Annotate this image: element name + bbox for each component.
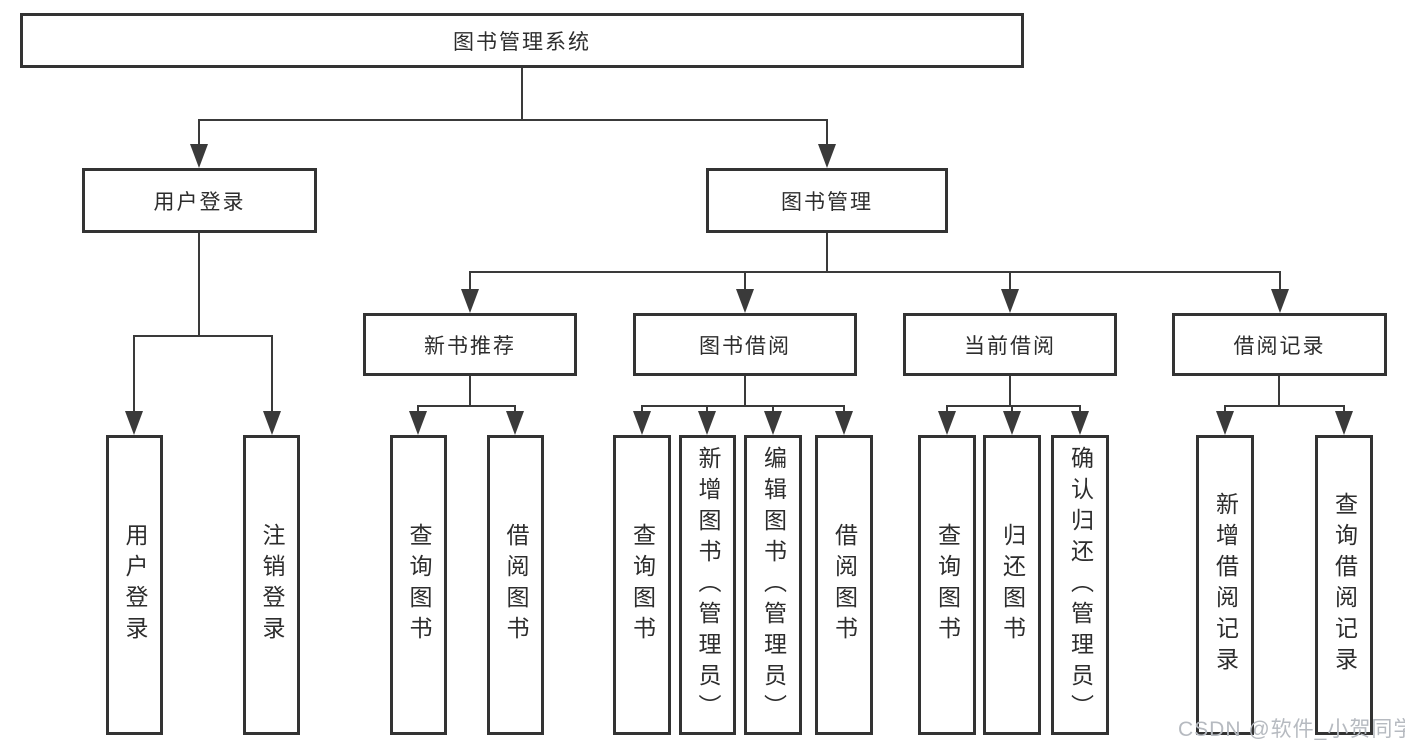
- node-label: 新增借阅记录: [1212, 492, 1239, 678]
- connector-line: [1224, 405, 1345, 407]
- leaf-confirm-return-admin: 确认归还（管理员）: [1051, 435, 1109, 735]
- connector-line: [706, 406, 708, 412]
- connector-line: [417, 406, 419, 412]
- watermark: CSDN @软件_小贺同学: [1178, 718, 1405, 741]
- connector-line: [826, 233, 828, 272]
- arrow-down-icon: [190, 144, 208, 168]
- node-label: 新增图书（管理员）: [695, 445, 721, 725]
- connector-line: [1009, 272, 1011, 290]
- node-borrow-records: 借阅记录: [1172, 313, 1387, 376]
- connector-line: [946, 405, 1081, 407]
- connector-line: [826, 120, 828, 146]
- leaf-query-book-3: 查询图书: [918, 435, 976, 735]
- connector-line: [641, 405, 845, 407]
- connector-line: [469, 272, 471, 290]
- arrow-down-icon: [698, 411, 716, 435]
- arrow-down-icon: [263, 411, 281, 435]
- arrow-down-icon: [1335, 411, 1353, 435]
- connector-line: [744, 272, 746, 290]
- node-label: 用户登录: [122, 523, 148, 647]
- connector-line: [1278, 376, 1280, 406]
- leaf-borrow-book-2: 借阅图书: [815, 435, 873, 735]
- leaf-query-borrow-record: 查询借阅记录: [1315, 435, 1373, 735]
- arrow-down-icon: [506, 411, 524, 435]
- connector-line: [1009, 376, 1011, 406]
- node-label: 借阅记录: [1233, 334, 1326, 358]
- arrow-down-icon: [409, 411, 427, 435]
- leaf-add-borrow-record: 新增借阅记录: [1196, 435, 1254, 735]
- connector-line: [744, 376, 746, 406]
- node-label: 查询图书: [629, 523, 656, 647]
- connector-line: [946, 406, 948, 412]
- arrow-down-icon: [1216, 411, 1234, 435]
- node-label: 新书推荐: [424, 334, 516, 358]
- leaf-query-book-1: 查询图书: [390, 435, 447, 735]
- node-label: 注销登录: [259, 523, 285, 647]
- leaf-return-book: 归还图书: [983, 435, 1041, 735]
- connector-line: [198, 233, 200, 336]
- connector-line: [1279, 272, 1281, 290]
- arrow-down-icon: [125, 411, 143, 435]
- connector-line: [271, 336, 273, 412]
- leaf-edit-book-admin: 编辑图书（管理员）: [744, 435, 802, 735]
- connector-line: [133, 335, 273, 337]
- node-book-management: 图书管理: [706, 168, 948, 233]
- leaf-user-login: 用户登录: [106, 435, 163, 735]
- node-label: 归还图书: [999, 523, 1026, 647]
- connector-line: [1343, 406, 1345, 412]
- node-label: 查询图书: [934, 523, 961, 647]
- connector-line: [1011, 406, 1013, 412]
- node-label: 当前借阅: [964, 334, 1056, 358]
- node-label: 查询借阅记录: [1331, 492, 1358, 678]
- arrow-down-icon: [938, 411, 956, 435]
- node-label: 图书管理: [781, 190, 873, 214]
- node-label: 借阅图书: [831, 523, 858, 647]
- node-label: 图书借阅: [699, 334, 791, 358]
- arrow-down-icon: [764, 411, 782, 435]
- node-label: 图书管理系统: [453, 30, 591, 54]
- leaf-logout: 注销登录: [243, 435, 300, 735]
- connector-line: [772, 406, 774, 412]
- connector-line: [469, 271, 1281, 273]
- node-user-login-group: 用户登录: [82, 168, 317, 233]
- arrow-down-icon: [835, 411, 853, 435]
- arrow-down-icon: [1003, 411, 1021, 435]
- arrow-down-icon: [736, 289, 754, 313]
- arrow-down-icon: [1271, 289, 1289, 313]
- node-label: 借阅图书: [503, 523, 529, 647]
- arrow-down-icon: [818, 144, 836, 168]
- leaf-borrow-book-1: 借阅图书: [487, 435, 544, 735]
- node-label: 编辑图书（管理员）: [760, 445, 787, 725]
- node-label: 用户登录: [153, 190, 246, 214]
- connector-line: [1224, 406, 1226, 412]
- connector-line: [514, 406, 516, 412]
- node-new-book-recommend: 新书推荐: [363, 313, 577, 376]
- connector-line: [521, 68, 523, 120]
- connector-line: [469, 376, 471, 406]
- node-root: 图书管理系统: [20, 13, 1024, 68]
- arrow-down-icon: [633, 411, 651, 435]
- leaf-add-book-admin: 新增图书（管理员）: [679, 435, 736, 735]
- connector-line: [417, 405, 516, 407]
- arrow-down-icon: [1001, 289, 1019, 313]
- connector-line: [843, 406, 845, 412]
- arrow-down-icon: [461, 289, 479, 313]
- connector-line: [198, 119, 828, 121]
- leaf-query-book-2: 查询图书: [613, 435, 671, 735]
- connector-line: [641, 406, 643, 412]
- node-label: 确认归还（管理员）: [1067, 445, 1094, 725]
- node-book-borrow: 图书借阅: [633, 313, 857, 376]
- arrow-down-icon: [1071, 411, 1089, 435]
- node-current-borrow: 当前借阅: [903, 313, 1117, 376]
- connector-line: [1079, 406, 1081, 412]
- node-label: 查询图书: [406, 523, 432, 647]
- connector-line: [198, 120, 200, 146]
- connector-line: [133, 336, 135, 412]
